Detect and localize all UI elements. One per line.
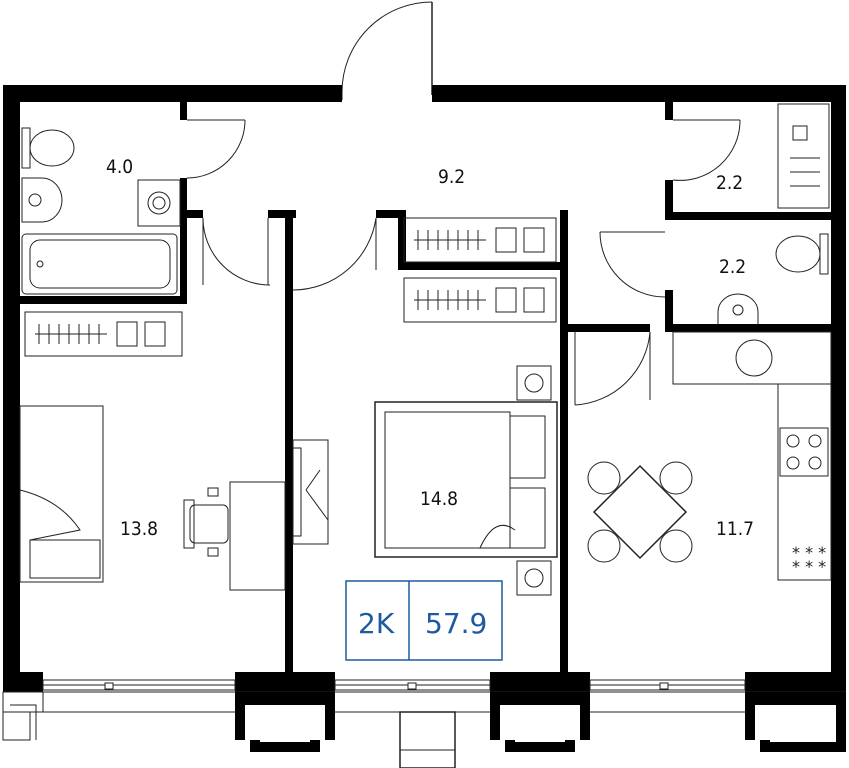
toilet-room-fixtures	[717, 233, 829, 324]
room-area-bathroom: 4.0	[106, 156, 133, 178]
svg-text:* * *: * * *	[792, 543, 826, 562]
storage-shelf	[777, 103, 830, 209]
loggia	[2, 691, 846, 768]
kitchen-furniture: * * * * * *	[587, 331, 832, 581]
windows	[42, 679, 746, 691]
interior-doors	[186, 119, 741, 406]
room-area-toilet: 2.2	[719, 256, 746, 278]
apartment-badge: 2K 57.9	[345, 580, 503, 661]
room-area-living-room: 13.8	[120, 518, 158, 540]
badge-room-count: 2K	[358, 607, 395, 640]
interior-walls	[20, 102, 831, 672]
room-area-bedroom: 14.8	[420, 488, 458, 510]
bedroom-furniture	[374, 365, 558, 596]
entrance-door	[341, 1, 433, 100]
room-area-storage: 2.2	[716, 172, 743, 194]
wardrobes	[24, 217, 557, 357]
living-room-furniture	[19, 405, 329, 591]
svg-text:* * *: * * *	[792, 557, 826, 576]
exterior-walls	[3, 85, 846, 692]
badge-total-area: 57.9	[425, 607, 487, 640]
room-area-hallway: 9.2	[438, 166, 465, 188]
room-area-kitchen: 11.7	[716, 518, 754, 540]
bathroom-fixtures	[21, 127, 181, 295]
